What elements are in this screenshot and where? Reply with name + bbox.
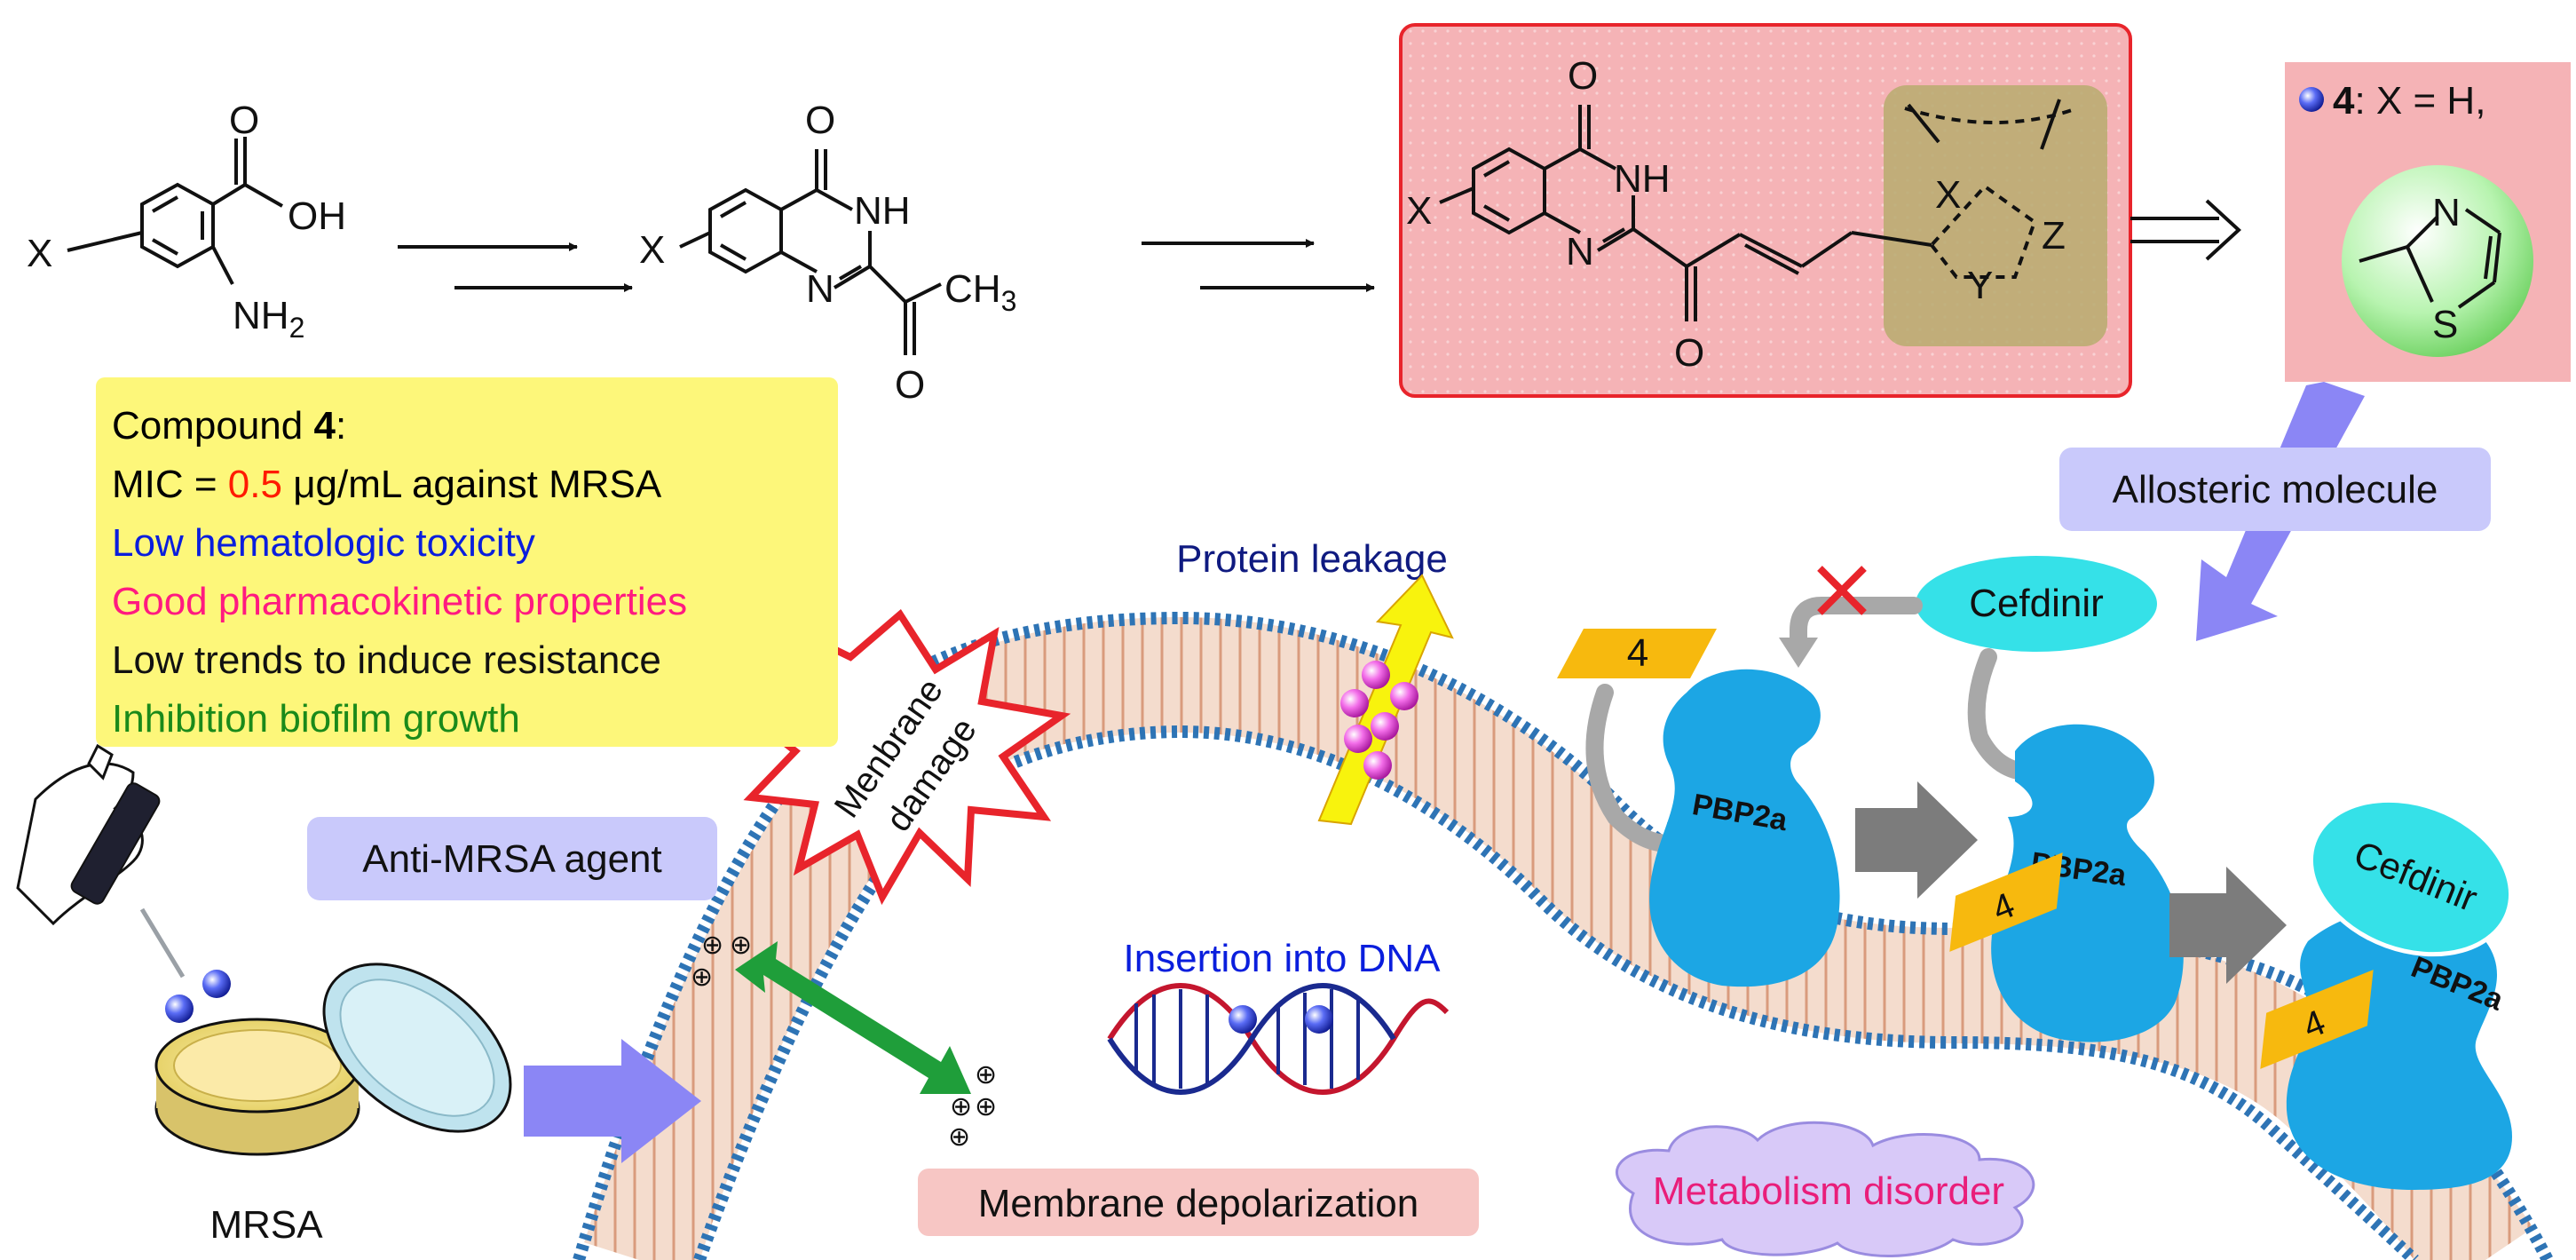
ring-y-label: Y — [1967, 264, 1993, 307]
thiazole-s-label: S — [2432, 303, 2458, 346]
diamond-4 — [1949, 852, 2063, 952]
protein-leakage-label: Protein leakage — [1176, 537, 1448, 581]
anti-mrsa-label-box — [307, 817, 717, 900]
target-x-label: X — [1406, 189, 1432, 233]
dna-bound-ball — [1229, 1005, 1257, 1034]
dna-bound-ball — [1305, 1005, 1333, 1034]
cefdinir-bound-oval — [2308, 797, 2514, 957]
diamond-4-label: 4 — [1627, 631, 1648, 675]
drug-drop-ball — [202, 970, 231, 998]
depolarization-label: Membrane depolarization — [978, 1182, 1419, 1225]
sm-o-label: O — [229, 99, 259, 142]
compound-properties-box: Compound 4: MIC = 0.5 μg/mL against MRSA… — [96, 377, 838, 747]
property-pk-line: Good pharmacokinetic properties — [112, 580, 688, 623]
ring-x-label: X — [1935, 173, 1961, 217]
target-o-label: O — [1568, 54, 1598, 98]
target-o2-label: O — [1674, 331, 1704, 375]
to-membrane-arrow — [524, 1039, 701, 1163]
charge-symbols: ⊕ ⊕ ⊕ ⊕ ⊕ ⊕ ⊕ — [691, 930, 997, 1153]
cefdinir-oval — [1916, 556, 2157, 652]
pipette-hand-icon — [16, 743, 186, 979]
metabolism-label: Metabolism disorder — [1653, 1169, 2004, 1213]
gray-flow-arrows — [1585, 597, 2042, 852]
svg-text:⊕: ⊕ — [948, 1121, 970, 1153]
leaked-protein-balls — [1340, 661, 1418, 780]
int-nh-label: NH — [854, 189, 911, 233]
property-mic-line: MIC = 0.5 μg/mL against MRSA — [112, 463, 662, 506]
sm-nh2-label: NH2 — [233, 294, 304, 344]
property-resistance-line: Low trends to induce resistance — [112, 638, 661, 682]
implication-arrow — [2130, 199, 2241, 261]
thiazole-n-label: N — [2432, 191, 2461, 234]
svg-text:⊕: ⊕ — [691, 962, 713, 993]
svg-text:⊕: ⊕ — [975, 1091, 997, 1122]
thiazole-structure — [2359, 208, 2501, 309]
dna-helix — [1107, 983, 1450, 1095]
drug-drop-ball — [165, 995, 194, 1023]
intermediate-structure — [679, 149, 942, 355]
property-biofilm-line: Inhibition biofilm growth — [112, 697, 520, 741]
pbp2a-protein-1 — [1649, 669, 1840, 987]
property-compound-line: Compound 4: — [112, 404, 347, 448]
pbp2a-protein-2 — [1991, 724, 2184, 1042]
diamond-4 — [2260, 970, 2374, 1069]
cefdinir-label: Cefdinir — [1969, 582, 2104, 625]
svg-text:⊕: ⊕ — [701, 930, 723, 961]
metabolism-cloud — [1615, 1121, 2035, 1258]
ring-z-label: Z — [2042, 214, 2066, 258]
target-scaffold-structure — [1439, 99, 2078, 321]
starting-material-structure — [67, 137, 283, 285]
int-o-label: O — [805, 99, 835, 142]
sm-oh-label: OH — [288, 194, 346, 238]
depolarization-arrow — [735, 941, 971, 1094]
svg-text:⊕: ⊕ — [950, 1091, 972, 1122]
diamond-4 — [1557, 629, 1717, 678]
target-nh-label: NH — [1614, 157, 1671, 201]
compound-4-ball-icon — [2299, 87, 2324, 112]
mrsa-label: MRSA — [209, 1203, 323, 1247]
svg-text:⊕: ⊕ — [730, 930, 752, 961]
step-arrow — [2169, 867, 2287, 984]
step-arrow — [1855, 781, 1978, 899]
property-toxicity-line: Low hematologic toxicity — [112, 521, 535, 565]
int-o2-label: O — [895, 363, 925, 407]
sm-x-label: X — [27, 232, 52, 275]
svg-text:⊕: ⊕ — [975, 1059, 997, 1090]
int-n-label: N — [806, 267, 834, 311]
thiazole-sphere — [2342, 165, 2533, 357]
leakage-arrow — [1317, 574, 1454, 826]
compound-4-title: 4: X = H, — [2333, 79, 2485, 123]
pbp2a-protein-3 — [2286, 907, 2512, 1190]
block-x-icon — [1817, 566, 1867, 615]
depolarization-label-box — [918, 1169, 1479, 1236]
int-x-label: X — [639, 228, 665, 272]
allosteric-label: Allosteric molecule — [2113, 468, 2438, 511]
ring-highlight — [1884, 85, 2107, 346]
anti-mrsa-label: Anti-MRSA agent — [362, 837, 662, 881]
petri-dish-icon — [154, 963, 512, 1156]
allosteric-label-box — [2059, 448, 2491, 531]
target-n-label: N — [1566, 230, 1594, 273]
int-ch3-label: CH3 — [944, 267, 1016, 317]
insertion-dna-label: Insertion into DNA — [1123, 937, 1441, 980]
